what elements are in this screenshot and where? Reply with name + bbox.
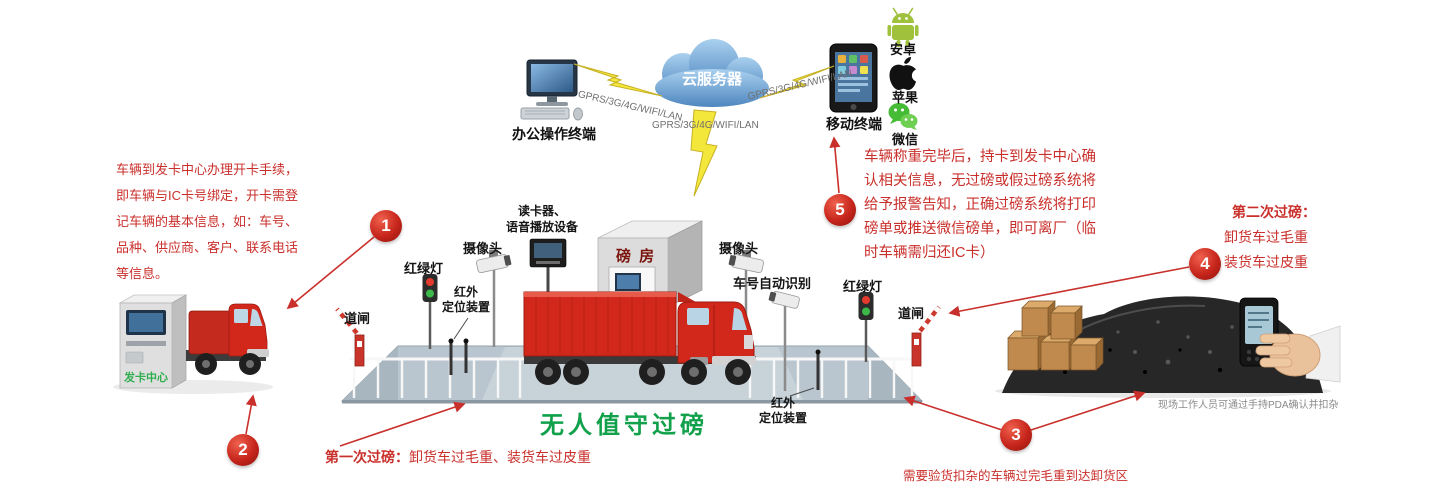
label-pointer-lines xyxy=(453,317,815,397)
flow-connectors xyxy=(245,136,1190,447)
step-1-badge: 1 xyxy=(370,210,402,242)
step-4-text: 第二次过磅： 卸货车过毛重 装货车过皮重 xyxy=(1224,200,1316,275)
guard-rails xyxy=(350,357,914,398)
android-icon xyxy=(887,7,919,47)
traffic-light-right-icon xyxy=(858,292,874,362)
infrared-right-label: 红外 定位装置 xyxy=(758,396,807,425)
infrared-sensor-right-icon xyxy=(815,349,821,390)
pda-caption: 现场工作人员可通过手持PDA确认并扣杂 xyxy=(1158,400,1339,411)
plate-recognition-camera-icon xyxy=(768,291,800,391)
barrier-right-label: 道闸 xyxy=(898,306,925,321)
cctv-camera-left-icon xyxy=(476,250,512,347)
infrared-left-label: 红外 定位装置 xyxy=(441,285,490,314)
traffic-light-left-label: 红绿灯 xyxy=(404,261,444,276)
step-5-text: 车辆称重完毕后，持卡到发卡中心确认相关信息，无过磅或假过磅系统将给予报警告知，正… xyxy=(864,149,1096,261)
step-4-text-bold: 第二次过磅： xyxy=(1232,204,1316,220)
office-terminal-label: 办公操作终端 xyxy=(512,126,596,142)
traffic-light-left-icon xyxy=(422,274,438,349)
camera-right-label: 摄像头 xyxy=(719,241,759,256)
step-4-text-line1: 卸货车过毛重 xyxy=(1224,229,1308,245)
office-computer-icon xyxy=(520,59,583,121)
barrier-gate-right-icon xyxy=(911,305,941,367)
wechat-icon xyxy=(888,103,918,130)
camera-left-label: 摄像头 xyxy=(463,241,503,256)
truck-on-scale xyxy=(523,291,756,385)
cargo-boxes xyxy=(1007,300,1104,371)
step-4-badge: 4 xyxy=(1189,248,1221,280)
apple-icon xyxy=(889,57,916,90)
weigh-house-label: 磅 房 xyxy=(616,248,657,265)
step-1-text: 车辆到发卡中心办理开卡手续，即车辆与IC卡号绑定，开卡需登记车辆的基本信息，如：… xyxy=(116,162,299,281)
step-5-badge: 5 xyxy=(824,194,856,226)
step-3-badge: 3 xyxy=(1000,419,1032,451)
card-center-kiosk xyxy=(113,294,273,394)
apple-label: 苹果 xyxy=(891,90,918,105)
unattended-weighing-title: 无人值守过磅 xyxy=(540,412,708,439)
step-3-text: 需要验货扣杂的车辆过完毛重到达卸货区 xyxy=(903,469,1129,483)
cloud-server-label: 云服务器 xyxy=(681,71,742,88)
network-label-down: GPRS/3G/4G/WIFI/LAN xyxy=(652,120,759,131)
mobile-terminal-label: 移动终端 xyxy=(826,116,882,132)
worker-pda-icon xyxy=(1239,297,1341,383)
cctv-camera-right-icon xyxy=(728,250,764,347)
infrared-sensor-left-icon xyxy=(448,338,469,375)
step-4-text-line2: 装货车过皮重 xyxy=(1224,254,1308,270)
card-center-label: 发卡中心 xyxy=(124,372,168,384)
plate-recognition-label: 车号自动识别 xyxy=(733,276,812,291)
lightning-bolt-right-icon xyxy=(759,65,835,99)
step-2-text-bold: 第一次过磅： xyxy=(325,449,409,465)
step-2-text: 第一次过磅：卸货车过毛重、装货车过皮重 xyxy=(325,447,591,467)
step-2-text-rest: 卸货车过毛重、装货车过皮重 xyxy=(409,449,591,465)
android-label: 安卓 xyxy=(889,42,916,57)
wechat-label: 微信 xyxy=(891,132,918,147)
lightning-bolt-down-icon xyxy=(690,109,718,197)
cloud-server-icon xyxy=(655,39,769,107)
lightning-bolt-left-icon xyxy=(573,63,663,97)
barrier-left-label: 道闸 xyxy=(344,311,371,326)
mobile-tablet-icon xyxy=(829,43,878,113)
card-reader-label: 读卡器、 语音播放设备 xyxy=(505,204,578,234)
barrier-gate-left-icon xyxy=(335,307,365,367)
card-center-truck xyxy=(186,303,269,375)
step-2-badge: 2 xyxy=(227,434,259,466)
traffic-light-right-label: 红绿灯 xyxy=(843,279,883,294)
